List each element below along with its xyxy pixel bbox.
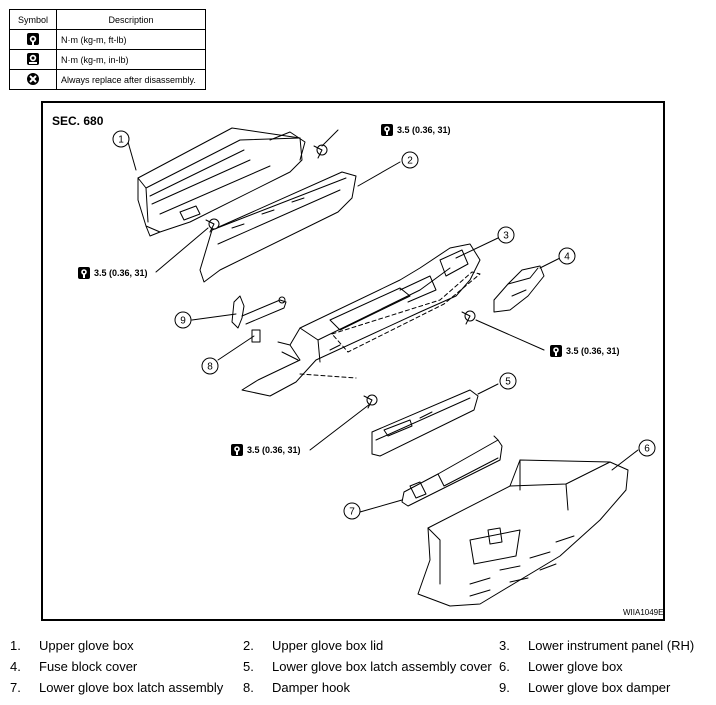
part-name: Lower instrument panel (RH) [528, 638, 695, 653]
callout-circle-7 [343, 502, 361, 520]
symbol-legend-table: Symbol Description N·m (kg-m, ft-lb) N·m… [9, 9, 206, 90]
diagram-frame [41, 101, 665, 621]
callout-number: 3 [503, 231, 509, 242]
leader-lines [127, 129, 639, 513]
torque-wrench-icon [231, 444, 243, 456]
part-name: Lower glove box latch assembly cover [272, 659, 492, 674]
torque-wrench-icon [9, 29, 57, 50]
torque-wrench-icon [550, 345, 562, 357]
part-name: Lower glove box damper [528, 680, 671, 695]
part-number: 7. [10, 680, 21, 695]
callout-number: 9 [180, 316, 186, 327]
part-name: Lower glove box [528, 659, 623, 674]
damper-hook-part [251, 329, 261, 343]
parts-row: 1.Upper glove box 2.Upper glove box lid … [10, 638, 710, 659]
lower-instrument-panel-part [241, 243, 481, 397]
bolt-bottom [363, 394, 378, 409]
bolt-right [461, 310, 476, 325]
legend-header-row: Symbol Description [9, 9, 206, 30]
latch-assembly-cover-part [371, 389, 479, 457]
figure-code: WIIA1049E [623, 608, 664, 617]
torque-wrench-icon [381, 124, 393, 136]
callout-circle-5 [499, 372, 517, 390]
fuse-block-cover-part [493, 265, 545, 313]
section-label: SEC. 680 [52, 114, 104, 128]
latch-assembly-part [401, 435, 503, 507]
part-number: 2. [243, 638, 254, 653]
lower-glove-box-part [417, 459, 629, 607]
part-name: Fuse block cover [39, 659, 138, 674]
part-name: Upper glove box lid [272, 638, 384, 653]
callout-circle-9 [174, 311, 192, 329]
torque-label: 3.5 (0.36, 31) [397, 125, 451, 135]
callout-number: 1 [118, 135, 124, 146]
legend-row: Always replace after disassembly. [9, 69, 206, 90]
part-name: Lower glove box latch assembly [39, 680, 224, 695]
part-number: 4. [10, 659, 21, 674]
part-number: 8. [243, 680, 254, 695]
part-number: 3. [499, 638, 510, 653]
callout-number: 6 [644, 444, 650, 455]
torque-label: 3.5 (0.36, 31) [566, 346, 620, 356]
parts-row: 4. Fuse block cover 5. Lower glove box lat… [10, 659, 710, 680]
callout-circle-1 [112, 130, 130, 148]
glove-box-damper-part [231, 295, 287, 329]
upper-glove-box-part [137, 127, 306, 237]
torque-label: 3.5 (0.36, 31) [94, 268, 148, 278]
upper-glove-box-lid-part [199, 171, 357, 283]
part-number: 5. [243, 659, 254, 674]
callout-number: 7 [349, 507, 355, 518]
callout-circle-8 [201, 357, 219, 375]
parts-list: 1.Upper glove box 2.Upper glove box lid … [10, 638, 710, 701]
legend-row: N·m (kg-m, ft-lb) [9, 29, 206, 50]
callout-circle-4 [558, 247, 576, 265]
callout-circle-3 [497, 226, 515, 244]
legend-row: N·m (kg-m, in-lb) [9, 49, 206, 70]
part-number: 9. [499, 680, 510, 695]
part-number: 1. [10, 638, 21, 653]
part-name: Damper hook [272, 680, 351, 695]
torque-label: 3.5 (0.36, 31) [247, 445, 301, 455]
callout-number: 5 [505, 377, 511, 388]
part-name: Upper glove box [39, 638, 134, 653]
callout-circle-6 [638, 439, 656, 457]
part-number: 6. [499, 659, 510, 674]
torque-wrench-small-icon [9, 49, 57, 70]
legend-description: Always replace after disassembly. [56, 69, 206, 90]
torque-wrench-icon [78, 267, 90, 279]
callout-number: 2 [407, 156, 413, 167]
bolt-top [313, 144, 328, 159]
parts-row: 7. Lower glove box latch assembly 8. Dampe… [10, 680, 710, 701]
callout-number: 8 [207, 362, 213, 373]
callout-number: 4 [564, 252, 570, 263]
callout-circle-2 [401, 151, 419, 169]
bolt-left [205, 218, 220, 233]
